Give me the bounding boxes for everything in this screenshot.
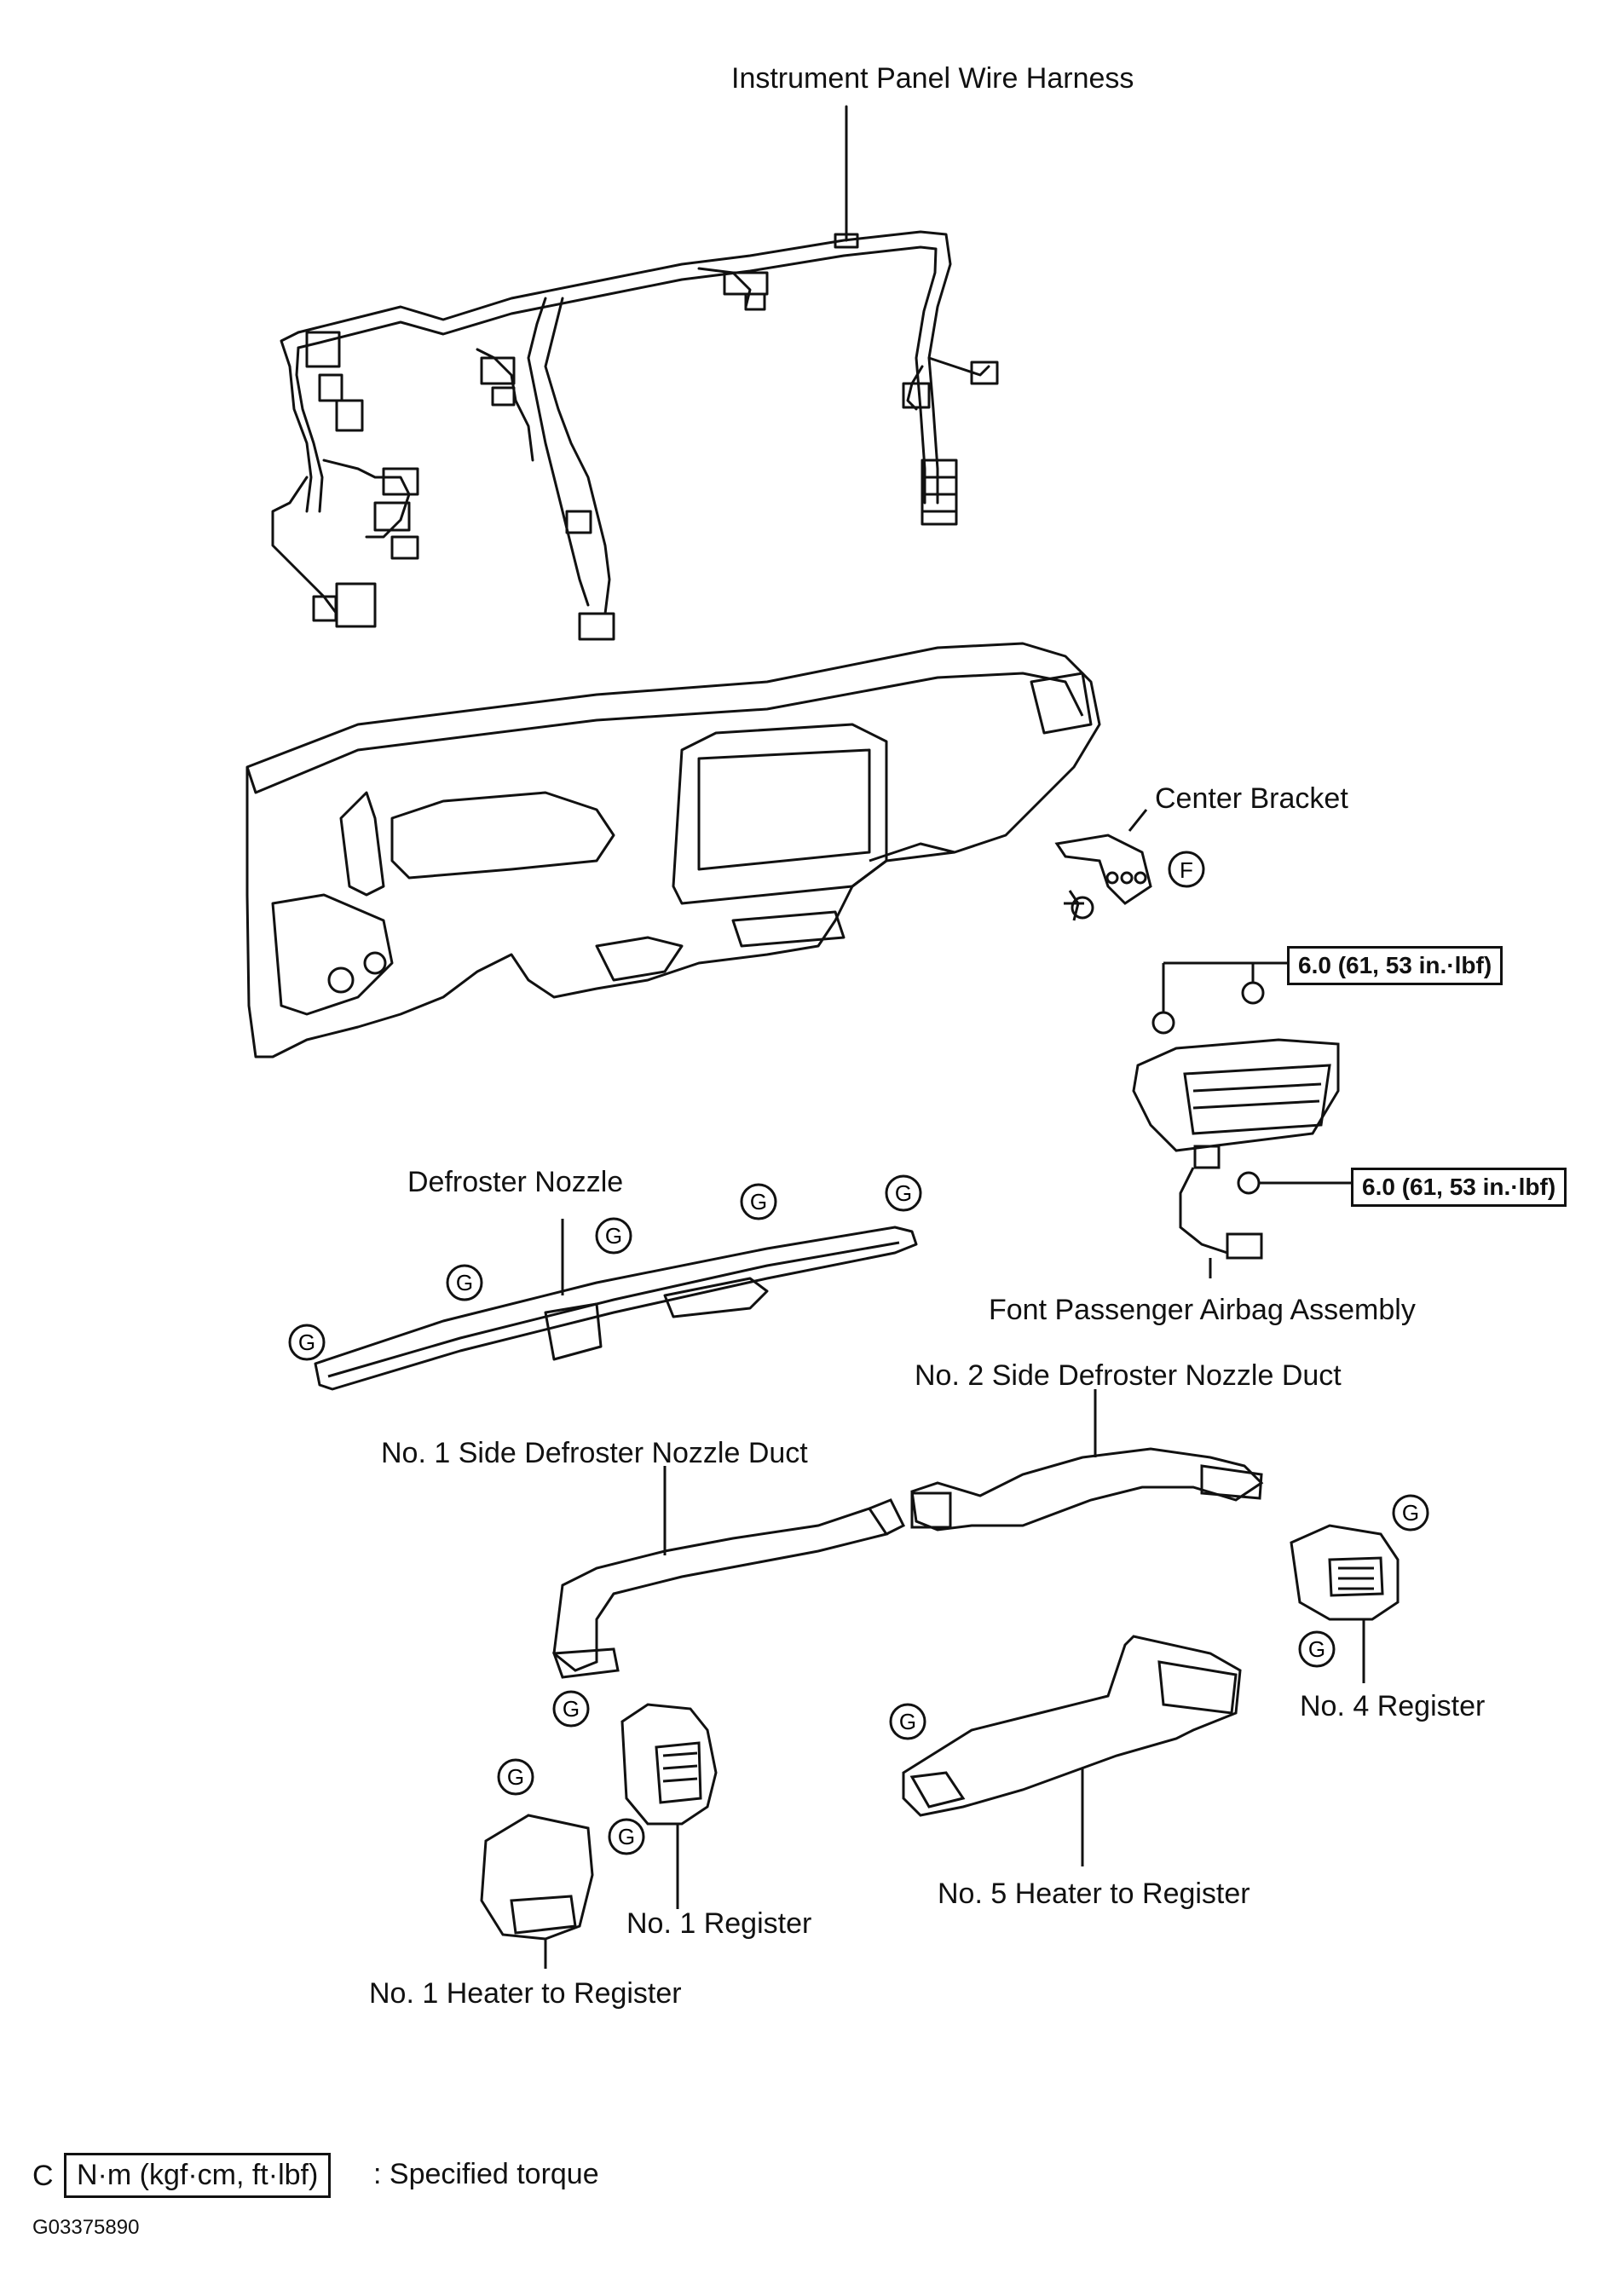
label-instrument-panel-wire-harness: Instrument Panel Wire Harness bbox=[731, 62, 1134, 95]
torque-spec-lower: 6.0 (61, 53 in.·lbf) bbox=[1351, 1168, 1567, 1207]
svg-text:G: G bbox=[507, 1764, 524, 1790]
marker-f: F bbox=[1168, 851, 1205, 888]
g-marker: G bbox=[1298, 1630, 1336, 1668]
label-no1-register: No. 1 Register bbox=[626, 1907, 812, 1940]
figure-code: G03375890 bbox=[32, 2216, 140, 2239]
label-no1-side-defroster-duct: No. 1 Side Defroster Nozzle Duct bbox=[381, 1437, 808, 1469]
torque-spec-upper: 6.0 (61, 53 in.·lbf) bbox=[1287, 946, 1503, 985]
center-bracket bbox=[1054, 809, 1152, 921]
legend-text: : Specified torque bbox=[373, 2158, 599, 2190]
label-no4-register: No. 4 Register bbox=[1300, 1690, 1486, 1722]
svg-text:G: G bbox=[618, 1824, 635, 1849]
instrument-panel bbox=[245, 642, 1101, 1059]
no1-register bbox=[620, 1703, 718, 1909]
svg-text:G: G bbox=[1308, 1636, 1325, 1662]
label-defroster-nozzle: Defroster Nozzle bbox=[407, 1166, 624, 1198]
svg-text:G: G bbox=[899, 1709, 916, 1734]
no1-side-defroster-duct bbox=[551, 1466, 906, 1679]
passenger-airbag bbox=[1071, 896, 1351, 1278]
label-no5-heater-to-register: No. 5 Heater to Register bbox=[938, 1878, 1250, 1910]
svg-text:G: G bbox=[750, 1189, 767, 1214]
svg-text:G: G bbox=[895, 1180, 912, 1206]
svg-text:F: F bbox=[1180, 857, 1193, 883]
svg-text:G: G bbox=[605, 1223, 622, 1249]
wire-harness bbox=[271, 105, 999, 641]
g-marker: G bbox=[446, 1264, 483, 1301]
legend-torque-box: N·m (kgf·cm, ft·lbf) bbox=[64, 2153, 332, 2198]
svg-text:G: G bbox=[563, 1696, 580, 1722]
g-marker: G bbox=[288, 1324, 326, 1361]
g-marker: G bbox=[552, 1690, 590, 1728]
label-front-passenger-airbag: Font Passenger Airbag Assembly bbox=[989, 1294, 1416, 1326]
no4-register bbox=[1290, 1524, 1400, 1683]
legend-prefix: C bbox=[32, 2160, 54, 2192]
no5-heater-to-register bbox=[902, 1635, 1242, 1866]
g-marker: G bbox=[885, 1174, 922, 1212]
svg-text:G: G bbox=[456, 1270, 473, 1295]
no2-side-defroster-duct bbox=[910, 1389, 1264, 1532]
g-marker: G bbox=[497, 1758, 534, 1796]
no1-heater-to-register bbox=[480, 1814, 594, 1969]
label-center-bracket: Center Bracket bbox=[1155, 782, 1348, 815]
g-marker: G bbox=[595, 1217, 632, 1255]
label-no2-side-defroster-duct: No. 2 Side Defroster Nozzle Duct bbox=[915, 1359, 1342, 1392]
g-marker: G bbox=[889, 1703, 926, 1740]
svg-text:G: G bbox=[298, 1330, 315, 1355]
g-marker: G bbox=[608, 1818, 645, 1855]
defroster-nozzle bbox=[314, 1219, 918, 1391]
svg-text:G: G bbox=[1402, 1500, 1419, 1526]
label-no1-heater-to-register: No. 1 Heater to Register bbox=[369, 1977, 682, 2010]
g-markers: G G G G G G G G G G G bbox=[288, 1174, 1429, 1855]
g-marker: G bbox=[1392, 1494, 1429, 1532]
g-marker: G bbox=[740, 1183, 777, 1220]
